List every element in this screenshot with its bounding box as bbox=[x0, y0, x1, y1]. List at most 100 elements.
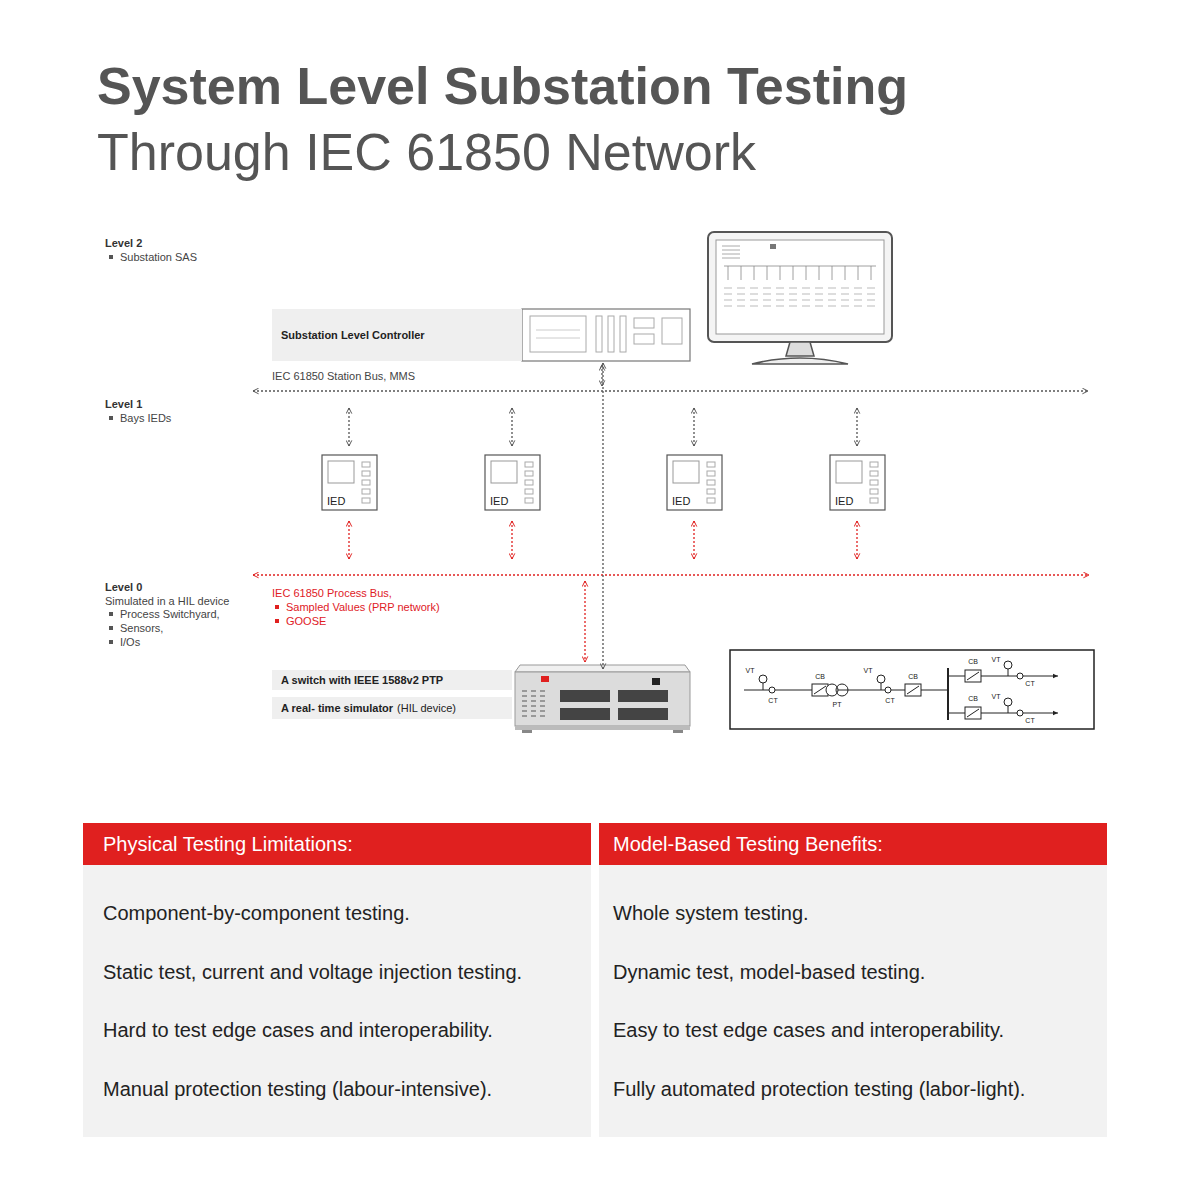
hil-device bbox=[673, 730, 683, 733]
title-box: System Level Substation Testing bbox=[97, 56, 908, 116]
vent-holes bbox=[540, 690, 545, 692]
screen-content bbox=[750, 288, 758, 289]
screen-content bbox=[802, 288, 810, 289]
hil-device bbox=[515, 665, 690, 733]
controller-device bbox=[620, 316, 626, 352]
ied-device bbox=[348, 521, 349, 559]
single-line-diagram bbox=[730, 650, 1094, 729]
bullet-mark bbox=[109, 612, 113, 616]
label-holder: Level 1 bbox=[105, 397, 142, 411]
ied-device bbox=[511, 521, 512, 559]
screen-content bbox=[722, 250, 740, 251]
controller-device bbox=[596, 316, 602, 352]
screen-content bbox=[737, 306, 745, 307]
ied-device bbox=[707, 471, 715, 476]
vent-holes bbox=[531, 700, 536, 702]
screen-content bbox=[770, 244, 776, 249]
benefits-panel: Model-Based Testing Benefits:Whole syste… bbox=[599, 823, 1107, 1137]
label-holder: VT bbox=[991, 693, 1002, 701]
monitor-icon bbox=[752, 358, 848, 364]
level-heading: Level 0 bbox=[105, 580, 142, 594]
vent-holes bbox=[522, 705, 527, 707]
ied-device bbox=[673, 461, 699, 483]
single-line-diagram bbox=[965, 670, 981, 682]
single-line-diagram bbox=[885, 687, 891, 693]
label-holder: CT bbox=[1024, 717, 1035, 725]
level-heading: Level 2 bbox=[105, 236, 142, 250]
hil-device bbox=[652, 678, 660, 685]
screen-content bbox=[789, 288, 797, 289]
screen-content bbox=[802, 300, 810, 301]
label-holder: Bays IEDs bbox=[120, 411, 171, 425]
screen-content bbox=[776, 288, 784, 289]
single-line-diagram bbox=[763, 683, 764, 690]
ied-device bbox=[870, 480, 878, 485]
single-line-diagram bbox=[1008, 706, 1009, 713]
ied-device bbox=[491, 461, 517, 483]
station-bus bbox=[253, 390, 1088, 391]
label-holder: Process Switchyard, bbox=[120, 607, 220, 621]
controller-device bbox=[536, 338, 580, 339]
ied-label: IED bbox=[490, 495, 540, 508]
hil-device bbox=[560, 708, 610, 720]
screen-content bbox=[858, 266, 859, 280]
vent-holes bbox=[522, 715, 527, 717]
controller-device bbox=[608, 316, 614, 352]
label-holder: CB bbox=[814, 673, 826, 681]
label-holder: VT bbox=[991, 656, 1002, 664]
process-bus bbox=[253, 574, 1089, 575]
vent-holes bbox=[540, 705, 545, 707]
screen-content bbox=[854, 306, 862, 307]
screen-content bbox=[776, 294, 784, 295]
screen-content bbox=[724, 306, 732, 307]
single-line-diagram bbox=[1004, 661, 1012, 669]
single-line-diagram bbox=[1017, 710, 1023, 716]
ied-box: IED bbox=[830, 455, 885, 510]
single-line-diagram bbox=[1017, 673, 1023, 679]
hil-device bbox=[618, 708, 668, 720]
ied-device bbox=[870, 489, 878, 494]
single-line-diagram bbox=[814, 686, 826, 694]
label-holder: CT bbox=[1024, 680, 1035, 688]
single-line-diagram bbox=[881, 683, 882, 690]
screen-content bbox=[728, 266, 729, 280]
hil-device bbox=[541, 676, 549, 682]
screen-content bbox=[867, 300, 875, 301]
screen-content bbox=[867, 306, 875, 307]
hil-device bbox=[560, 690, 610, 702]
screen-content bbox=[750, 300, 758, 301]
monitor-icon bbox=[716, 240, 884, 334]
screen-content bbox=[802, 306, 810, 307]
box-label: (HIL device) bbox=[397, 702, 456, 714]
ied-device bbox=[322, 455, 377, 510]
ied-device bbox=[362, 498, 370, 503]
equipment-tag: VT bbox=[991, 656, 1002, 664]
equipment-tag: VT bbox=[991, 693, 1002, 701]
label-holder: Level 2 bbox=[105, 236, 142, 250]
label-holder: CT bbox=[884, 697, 895, 705]
screen-content bbox=[789, 294, 797, 295]
screen-content bbox=[776, 306, 784, 307]
panel-item: Hard to test edge cases and interoperabi… bbox=[83, 1018, 591, 1042]
screen-content bbox=[724, 294, 732, 295]
controller-device bbox=[536, 330, 580, 331]
label-holder: Substation SAS bbox=[120, 250, 197, 264]
screen-content bbox=[828, 306, 836, 307]
screen-content bbox=[776, 300, 784, 301]
process-bus-label: Sampled Values (PRP network) bbox=[286, 600, 440, 614]
ied-device bbox=[362, 462, 370, 467]
bullet-text: Bays IEDs bbox=[120, 411, 171, 425]
label-holder: GOOSE bbox=[286, 614, 326, 628]
box-label: A real- time simulator bbox=[281, 702, 393, 714]
simulator-box: A real- time simulator (HIL device) bbox=[272, 697, 512, 719]
ied-box: IED bbox=[322, 455, 377, 510]
bullet-mark bbox=[275, 619, 279, 623]
screen-content bbox=[780, 266, 781, 280]
screen-content bbox=[845, 266, 846, 280]
process-bus-label: GOOSE bbox=[286, 614, 326, 628]
controller-device bbox=[522, 309, 690, 361]
label-holder: Level 0 bbox=[105, 580, 142, 594]
ied-device bbox=[870, 471, 878, 476]
hil-device bbox=[515, 726, 690, 730]
